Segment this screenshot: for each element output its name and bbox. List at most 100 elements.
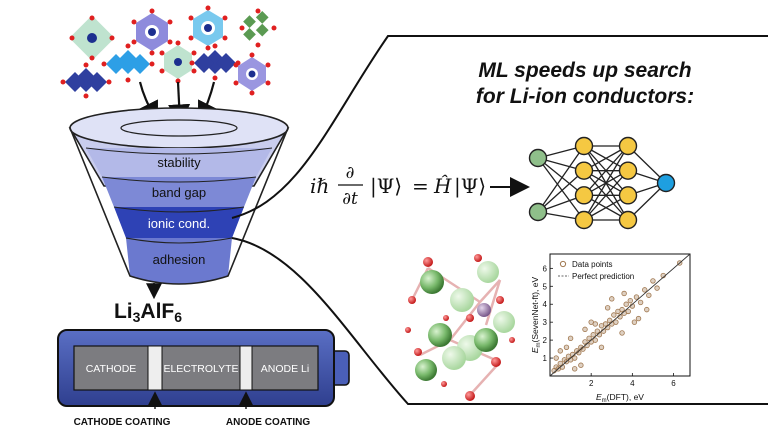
crystal-icon xyxy=(189,43,241,81)
formula-sub-6: 6 xyxy=(174,309,182,325)
formula-li: Li xyxy=(114,300,133,323)
callout-line-bottom xyxy=(231,237,768,405)
anode-coating-layer xyxy=(239,345,253,391)
y-tick-label: 2 xyxy=(543,336,548,345)
legend-data-points: Data points xyxy=(572,260,612,269)
data-point xyxy=(598,344,605,350)
y-tick-label: 6 xyxy=(543,264,548,273)
data-point xyxy=(553,355,559,361)
data-point xyxy=(621,290,627,297)
crystal-icon xyxy=(60,62,112,99)
chart-y-axis-label: Em(SevenNet-ft), eV xyxy=(530,277,542,354)
neural-network xyxy=(528,136,676,230)
y-tick-label: 1 xyxy=(543,354,548,363)
data-point xyxy=(625,308,631,315)
nn-hidden-node xyxy=(574,161,594,180)
data-point xyxy=(623,301,629,307)
formula-sub-3: 3 xyxy=(133,309,141,325)
funnel-layer-stability xyxy=(86,148,272,177)
battery-electrolyte-label: ELECTROLYTE xyxy=(163,363,238,375)
callout-line-top xyxy=(231,35,768,219)
x-tick-label: 6 xyxy=(671,379,676,388)
nn-hidden-node xyxy=(618,161,638,180)
crystal-icon xyxy=(239,8,277,48)
cathode-coating-layer xyxy=(147,345,163,391)
nn-connection xyxy=(537,145,585,213)
battery-cathode-label: CATHODE xyxy=(86,363,137,375)
data-point xyxy=(582,326,588,333)
data-point xyxy=(633,294,640,300)
data-point xyxy=(572,355,578,361)
data-point xyxy=(563,344,570,350)
data-point xyxy=(613,319,619,325)
anode-coating-label: ANODE COATING xyxy=(226,417,310,428)
battery-anode-label: ANODE Li xyxy=(261,363,309,375)
parity-scatter-chart: 1 2 3 4 5 6 2 4 6 Data points Perfect predictio… xyxy=(530,253,691,404)
data-point xyxy=(557,348,563,354)
data-point xyxy=(611,312,617,318)
nn-output-node xyxy=(656,173,676,193)
data-point xyxy=(646,292,652,298)
crystal-icon xyxy=(159,40,197,84)
nn-connection xyxy=(583,145,629,196)
crystal-icon xyxy=(188,5,228,51)
nn-hidden-node xyxy=(574,210,594,230)
perfect-prediction-line xyxy=(549,253,691,377)
headline-line-1: ML speeds up search xyxy=(478,59,692,82)
nn-connection xyxy=(583,170,629,221)
funnel-label-band-gap: band gap xyxy=(152,185,206,200)
nn-connection xyxy=(537,157,585,221)
cathode-coating-label: CATHODE COATING xyxy=(74,417,171,428)
nn-hidden-node xyxy=(574,136,594,156)
data-point xyxy=(654,285,660,291)
eq-equals: = xyxy=(412,174,429,198)
eq-partial-den: ∂t xyxy=(342,189,358,209)
x-tick-label: 2 xyxy=(589,379,594,388)
data-point xyxy=(609,296,615,302)
nn-connection xyxy=(537,170,585,213)
battery-diagram: CATHODE ELECTROLYTE ANODE Li CATHODE COA… xyxy=(57,329,350,428)
data-point xyxy=(567,335,574,342)
data-point xyxy=(592,337,598,343)
chart-x-axis-label: Em(DFT), eV xyxy=(596,392,644,404)
funnel-label-adhesion: adhesion xyxy=(153,252,206,267)
y-tick-label: 3 xyxy=(543,318,548,327)
headline-line-2: for Li-ion conductors: xyxy=(475,85,695,108)
nn-connection xyxy=(583,145,629,221)
y-tick-label: 5 xyxy=(543,282,548,291)
data-point xyxy=(619,330,625,336)
data-point xyxy=(631,319,638,325)
nn-hidden-node xyxy=(618,186,638,205)
screening-funnel: stability band gap ionic cond. adhesion xyxy=(68,107,290,285)
funnel-layer-ionic-cond xyxy=(114,207,244,238)
nn-hidden-node xyxy=(574,186,594,205)
funnel-layer-band-gap xyxy=(102,177,256,207)
legend-perfect-prediction: Perfect prediction xyxy=(572,272,634,281)
data-point xyxy=(578,362,584,368)
data-point xyxy=(644,306,650,313)
y-tick-label: 4 xyxy=(543,300,548,309)
data-point xyxy=(635,315,642,322)
data-point xyxy=(592,321,598,327)
nn-hidden-node xyxy=(618,210,638,230)
funnel-layer-adhesion xyxy=(126,238,232,284)
funnel-label-stability: stability xyxy=(157,155,201,170)
nn-connection xyxy=(537,157,585,196)
crystal-icon xyxy=(69,15,115,61)
crystal-icon xyxy=(101,43,155,83)
x-tick-labels: 2 4 6 xyxy=(589,373,676,388)
x-tick-label: 4 xyxy=(630,379,635,388)
data-point xyxy=(572,366,578,372)
eq-psi-ket-left: |Ψ⟩ xyxy=(370,174,402,199)
eq-hamiltonian: Ĥ xyxy=(433,174,452,198)
data-point xyxy=(642,287,648,293)
data-point xyxy=(604,305,611,311)
eq-psi-ket-right: |Ψ⟩ xyxy=(454,174,486,199)
data-point xyxy=(637,299,644,306)
data-point xyxy=(590,332,596,338)
data-point xyxy=(627,297,633,304)
y-tick-labels: 1 2 3 4 5 6 xyxy=(543,264,553,363)
chart-legend: Data points Perfect prediction xyxy=(558,260,634,281)
nn-input-node xyxy=(528,148,548,168)
